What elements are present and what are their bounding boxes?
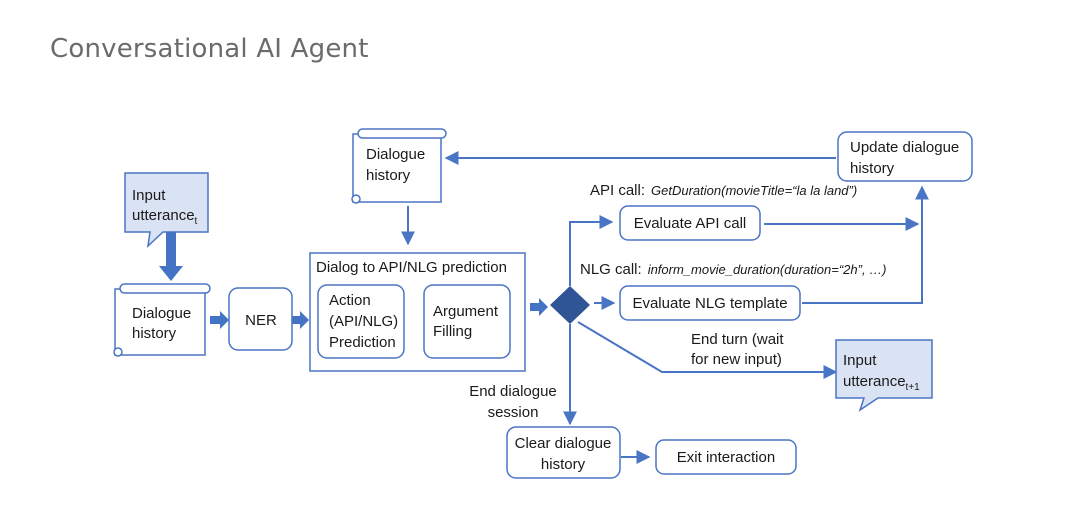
clear-history-line2: history: [541, 456, 586, 473]
dialogue-history-top-scroll: Dialogue history: [351, 128, 447, 204]
dialogue-history-top-line1: Dialogue: [366, 146, 425, 163]
end-session-label-line1: End dialogue: [469, 383, 557, 400]
update-history-node: Update dialogue history: [837, 131, 973, 182]
dialogue-history-left-line1: Dialogue: [132, 305, 191, 322]
dialogue-history-top-line2: history: [366, 167, 411, 184]
action-prediction-line1: Action: [329, 292, 371, 309]
end-session-label-line2: session: [488, 404, 539, 421]
arrow-ner-to-prediction: [292, 311, 309, 329]
input-utterance-t-callout: Input utterancet: [124, 172, 209, 248]
input-utterance-t1-line1: Input: [843, 352, 877, 369]
action-prediction-line3: Prediction: [329, 334, 396, 351]
prediction-group-label: Dialog to API/NLG prediction: [316, 259, 507, 276]
arrow-nlg-to-update: [802, 185, 929, 304]
argument-filling-line1: Argument: [433, 303, 499, 320]
action-prediction-node: Action (API/NLG) Prediction: [317, 284, 405, 359]
ner-label: NER: [245, 312, 277, 329]
arrow-input-to-history: [159, 232, 183, 281]
update-history-line1: Update dialogue: [850, 139, 959, 156]
arrow-diamond-to-next-input: [577, 321, 838, 379]
exit-interaction-label: Exit interaction: [677, 449, 775, 466]
argument-filling-node: Argument Filling: [423, 284, 511, 359]
input-utterance-t1-line2: utterancet+1: [843, 373, 920, 393]
clear-history-line1: Clear dialogue: [515, 435, 612, 452]
ner-node: NER: [228, 287, 293, 351]
update-history-line2: history: [850, 160, 895, 177]
nlg-call-label: NLG call:inform_movie_duration(duration=…: [580, 261, 887, 278]
action-prediction-line2: (API/NLG): [329, 313, 398, 330]
arrow-prediction-to-diamond: [530, 298, 548, 316]
input-utterance-t-line1: Input: [132, 187, 166, 204]
api-call-label: API call:GetDuration(movieTitle=“la la l…: [590, 182, 857, 199]
evaluate-api-label: Evaluate API call: [634, 215, 747, 232]
evaluate-nlg-node: Evaluate NLG template: [619, 285, 801, 321]
clear-history-node: Clear dialogue history: [506, 426, 621, 479]
exit-interaction-node: Exit interaction: [655, 439, 797, 475]
input-utterance-t1-callout: Input utterancet+1: [835, 339, 933, 412]
end-turn-label-line2: for new input): [691, 351, 782, 368]
argument-filling-line2: Filling: [433, 323, 472, 340]
end-turn-label-line1: End turn (wait: [691, 331, 784, 348]
decision-diamond: [550, 286, 590, 324]
arrow-history-to-ner: [210, 311, 229, 329]
page-title: Conversational AI Agent: [50, 34, 369, 64]
connectors: [401, 151, 929, 464]
evaluate-api-node: Evaluate API call: [619, 205, 761, 241]
evaluate-nlg-label: Evaluate NLG template: [632, 295, 787, 312]
dialogue-history-left-scroll: Dialogue history: [113, 283, 211, 357]
arrow-diamond-to-api: [569, 215, 614, 286]
input-utterance-t-line2: utterancet: [132, 207, 198, 227]
dialogue-history-left-line2: history: [132, 325, 177, 342]
